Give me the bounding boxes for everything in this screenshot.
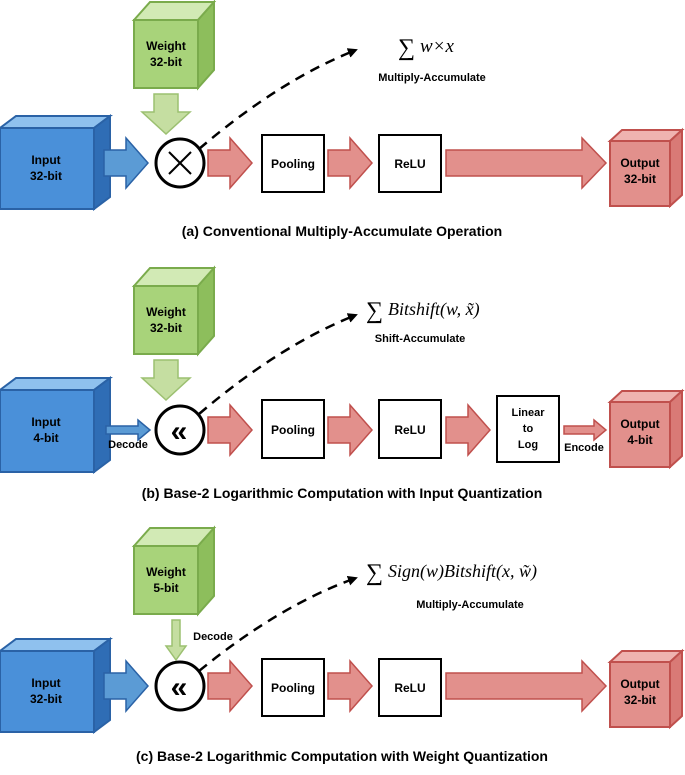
- red-thin-arrow: [563, 418, 608, 442]
- weight-label-line1: Weight: [146, 565, 186, 579]
- linear-to-log-line3: Log: [518, 439, 538, 451]
- shift-left-circle-icon: «: [154, 660, 206, 712]
- pooling-label: Pooling: [271, 681, 315, 695]
- weight-label-line2: 32-bit: [150, 321, 182, 335]
- red-arrow: [207, 659, 253, 713]
- formula-sum-symbol: ∑: [366, 560, 383, 586]
- shift-left-circle-icon: «: [154, 404, 206, 456]
- linear-to-log-box: [496, 395, 560, 463]
- blue-arrow: [103, 659, 149, 713]
- encode-label: Encode: [564, 442, 604, 454]
- red-arrow: [327, 659, 373, 713]
- weight-label-line2: 5-bit: [153, 581, 178, 595]
- relu-label: ReLU: [394, 681, 425, 695]
- pooling-label: Pooling: [271, 423, 315, 437]
- svg-text:«: «: [171, 415, 188, 448]
- output-label-line1: Output: [620, 677, 659, 691]
- formula-sum-symbol: ∑: [398, 35, 415, 61]
- input-label-line1: Input: [31, 415, 60, 429]
- input-label-line2: 32-bit: [30, 692, 62, 706]
- relu-box: [378, 134, 442, 193]
- input-label-line1: Input: [31, 676, 60, 690]
- pooling-box: [261, 134, 325, 193]
- pooling-box: [261, 658, 325, 717]
- caption-a: (a) Conventional Multiply-Accumulate Ope…: [182, 223, 502, 239]
- red-arrow: [445, 659, 608, 713]
- weight-cube: Weight 32-bit: [131, 0, 217, 91]
- input-label-line2: 32-bit: [30, 169, 62, 183]
- red-arrow: [327, 136, 373, 190]
- input-cube: Input 32-bit: [0, 114, 113, 211]
- formula-dashed-arrow: [198, 575, 358, 672]
- caption-c: (c) Base-2 Logarithmic Computation with …: [136, 748, 548, 764]
- caption-b: (b) Base-2 Logarithmic Computation with …: [142, 485, 543, 501]
- formula-expression: Bitshift(w, x̃): [388, 299, 480, 320]
- red-arrow: [207, 136, 253, 190]
- weight-label-line1: Weight: [146, 305, 186, 319]
- pooling-label: Pooling: [271, 157, 315, 171]
- relu-box: [378, 658, 442, 717]
- formula-label: Multiply-Accumulate: [416, 599, 524, 611]
- output-label-line2: 32-bit: [624, 693, 656, 707]
- formula-sum-symbol: ∑: [366, 298, 383, 324]
- output-label-line1: Output: [620, 156, 659, 170]
- linear-to-log-line1: Linear: [511, 407, 545, 419]
- formula-expression: w×x: [420, 36, 454, 57]
- formula-expression: Sign(w)Bitshift(x, w̃): [388, 561, 537, 582]
- output-label-line2: 32-bit: [624, 172, 656, 186]
- weight-cube: Weight 5-bit: [131, 525, 217, 617]
- decode-label: Decode: [108, 439, 148, 451]
- output-cube: Output 32-bit: [607, 127, 685, 209]
- formula-dashed-arrow: [198, 313, 358, 415]
- panel-c: Input 32-bit Weight 5-bit Decode « ∑ Sig…: [0, 525, 685, 764]
- panel-a: Input 32-bit Weight 32-bit ∑ w×x Multipl…: [0, 0, 685, 239]
- red-arrow: [327, 403, 373, 457]
- relu-label: ReLU: [394, 157, 425, 171]
- weight-thin-down-arrow: [164, 619, 188, 662]
- relu-label: ReLU: [394, 423, 425, 437]
- svg-text:«: «: [171, 671, 188, 704]
- input-cube: Input 4-bit: [0, 376, 113, 474]
- output-label-line2: 4-bit: [627, 433, 652, 447]
- panel-b: Input 4-bit Decode Weight 32-bit « ∑ Bit…: [0, 265, 685, 501]
- output-cube: Output 32-bit: [607, 648, 685, 730]
- weight-label-line2: 32-bit: [150, 55, 182, 69]
- decode-label: Decode: [193, 631, 233, 643]
- blue-thin-arrow: [105, 418, 152, 442]
- weight-cube: Weight 32-bit: [131, 265, 217, 357]
- multiply-circle-icon: [154, 137, 206, 189]
- red-arrow: [207, 403, 253, 457]
- input-label-line2: 4-bit: [33, 431, 58, 445]
- red-arrow: [445, 403, 491, 457]
- output-cube: Output 4-bit: [607, 388, 685, 470]
- red-arrow: [445, 136, 608, 190]
- blue-arrow: [103, 136, 149, 190]
- pooling-box: [261, 399, 325, 459]
- formula-label: Multiply-Accumulate: [378, 72, 486, 84]
- formula-label: Shift-Accumulate: [375, 333, 465, 345]
- weight-label-line1: Weight: [146, 39, 186, 53]
- linear-to-log-line2: to: [523, 423, 534, 435]
- input-cube: Input 32-bit: [0, 637, 113, 734]
- input-label-line1: Input: [31, 153, 60, 167]
- relu-box: [378, 399, 442, 459]
- weight-down-arrow: [140, 359, 192, 402]
- output-label-line1: Output: [620, 417, 659, 431]
- formula-dashed-arrow: [198, 48, 358, 150]
